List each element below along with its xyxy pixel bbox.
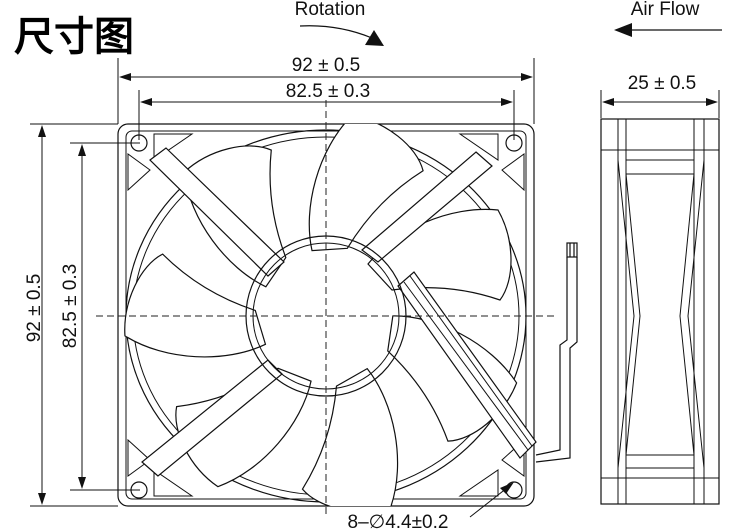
air-flow-arrow-icon [614, 23, 722, 37]
mounting-hole-icon [130, 481, 148, 499]
blade [124, 253, 267, 358]
width-outer-label: 92 ± 0.5 [292, 55, 361, 76]
height-hole-label: 82.5 ± 0.3 [60, 264, 81, 348]
support-struts [141, 147, 493, 477]
blade [301, 367, 399, 506]
blade [183, 145, 287, 288]
width-hole-label: 82.5 ± 0.3 [286, 81, 370, 102]
height-outer-dimension [30, 123, 118, 507]
cable-channel [397, 271, 537, 459]
height-outer-label: 92 ± 0.5 [24, 274, 45, 343]
drawing-title: 尺寸图 [14, 14, 134, 60]
fan-side-view [600, 118, 720, 505]
blade [308, 124, 424, 252]
hole-spec-label: 8–∅4.4±0.2 [348, 512, 449, 531]
thickness-dimension [600, 90, 720, 118]
height-hole-dimension [70, 142, 140, 491]
hole-leader-arrow-icon [500, 482, 514, 494]
fan-front-view [96, 100, 555, 518]
rotation-arrow-icon [299, 25, 384, 46]
thickness-label: 25 ± 0.5 [628, 73, 697, 94]
width-outer-dimension [117, 58, 535, 124]
air-flow-label: Air Flow [631, 0, 700, 20]
lead-wire [535, 242, 578, 463]
rotation-label: Rotation [295, 0, 366, 20]
mounting-hole-icon [505, 134, 523, 152]
mounting-hole-icon [130, 134, 148, 152]
blade [367, 208, 512, 301]
